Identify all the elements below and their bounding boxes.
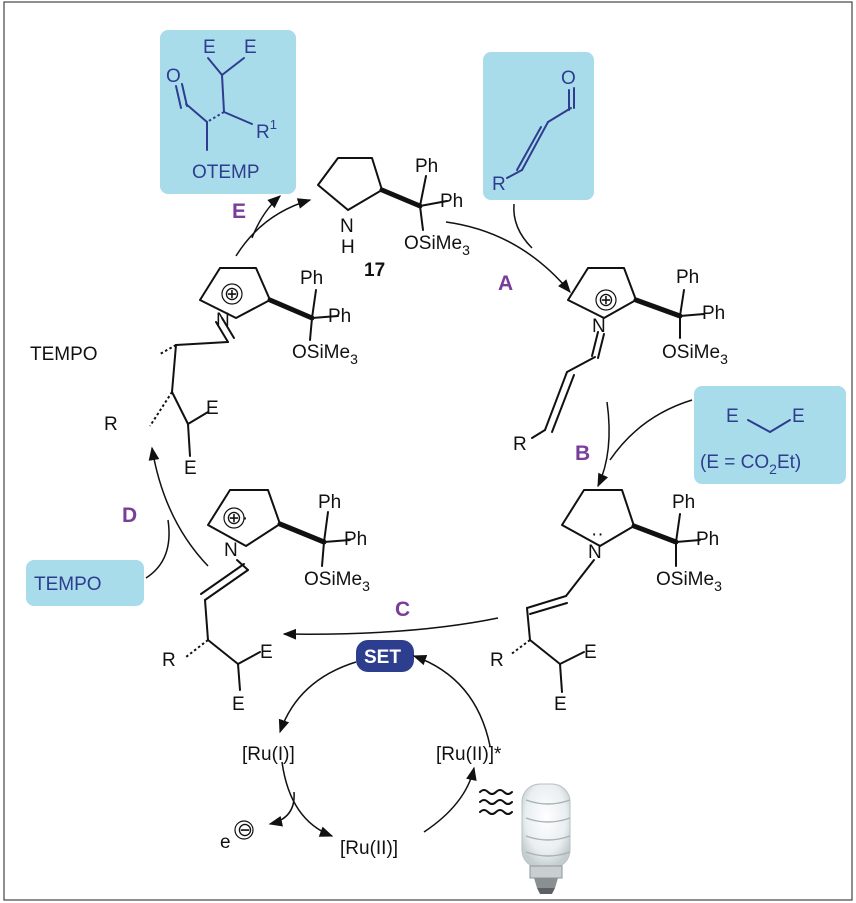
tempo-iminium-nitrogen: N xyxy=(216,310,230,331)
set-badge-label: SET xyxy=(364,647,401,668)
malonate-e-2: E xyxy=(792,406,805,427)
catalyst-hydrogen: H xyxy=(341,237,355,258)
photoredox-cycle: [Ru(I)] [Ru(II)]* [Ru(II)] e ⊖ xyxy=(220,654,502,859)
radical-cation-ether: OSiMe3 xyxy=(304,569,370,594)
radical-cation-ph-1: Ph xyxy=(318,492,341,513)
tempo-iminium-ether: OSiMe3 xyxy=(292,342,358,367)
radical-cation: ⊕· N Ph Ph OSiMe3 R E E xyxy=(162,489,370,715)
tempo-iminium-tempo: TEMPO xyxy=(30,344,98,365)
catalyst-label: 17 xyxy=(364,260,385,281)
ru2-excited-label: [Ru(II)]* xyxy=(436,744,502,765)
radical-cation-r: R xyxy=(162,650,176,671)
enamine-ether-sub: 3 xyxy=(714,578,722,594)
enamine-lone-pair: ·· xyxy=(591,524,604,545)
cycle-arrows xyxy=(145,195,693,640)
malonate-def-open: (E = CO xyxy=(700,452,769,473)
radical-cation-charge: ⊕· xyxy=(226,508,248,529)
enamine-ph-1: Ph xyxy=(672,492,695,513)
ru1-label: [Ru(I)] xyxy=(242,744,295,765)
product-r-sup: 1 xyxy=(270,117,277,132)
step-b: B xyxy=(575,442,590,465)
catalyst-ph-1: Ph xyxy=(415,156,438,177)
iminium-nitrogen: N xyxy=(592,316,606,337)
enamine-nitrogen: N xyxy=(588,542,602,563)
enamine-e-2: E xyxy=(554,694,567,715)
step-e: E xyxy=(232,200,246,223)
product-box: E E O R1 OTEMP xyxy=(160,30,296,194)
electron-label: e xyxy=(220,832,231,853)
malonate-definition: (E = CO2Et) xyxy=(700,452,801,477)
enamine: ·· N Ph Ph OSiMe3 R E E xyxy=(490,489,722,715)
ru2-label: [Ru(II)] xyxy=(340,838,398,859)
iminium-ph-1: Ph xyxy=(676,267,699,288)
enamine-e-1: E xyxy=(584,642,597,663)
tempo-iminium-ph-2: Ph xyxy=(328,306,351,327)
tempo-iminium: ⊕ N Ph Ph OSiMe3 TEMPO R E E xyxy=(30,267,358,479)
iminium-ph-2: Ph xyxy=(702,303,725,324)
radical-cation-nitrogen: N xyxy=(224,540,238,561)
iminium: ⊕ N Ph Ph OSiMe3 R xyxy=(513,267,728,455)
step-labels: A B C D E xyxy=(122,200,590,621)
enamine-r: R xyxy=(490,650,504,671)
iminium-r: R xyxy=(513,434,527,455)
tempo-iminium-r: R xyxy=(104,414,118,435)
frame xyxy=(3,1,853,901)
catalyst-ph-2: Ph xyxy=(440,191,463,212)
product-r1: R1 xyxy=(256,117,277,143)
step-a: A xyxy=(498,272,513,295)
product-otemp: OTEMP xyxy=(192,162,260,183)
enal-r: R xyxy=(492,174,506,195)
enamine-ether-text: OSiMe xyxy=(656,569,714,590)
malonate-box: E E (E = CO2Et) xyxy=(694,386,846,484)
enamine-ph-2: Ph xyxy=(696,529,719,550)
tempo-iminium-ph-1: Ph xyxy=(300,268,323,289)
set-badge: SET xyxy=(356,640,414,672)
iminium-ether-text: OSiMe xyxy=(662,342,720,363)
malonate-def-sub: 2 xyxy=(769,461,777,477)
step-c: C xyxy=(395,598,410,621)
iminium-ether-sub: 3 xyxy=(720,351,728,367)
electron-charge: ⊖ xyxy=(237,820,253,841)
tempo-iminium-charge: ⊕ xyxy=(224,284,240,305)
radical-cation-e-1: E xyxy=(260,642,273,663)
tempo-iminium-ether-sub: 3 xyxy=(350,351,358,367)
tempo-iminium-e-2: E xyxy=(184,458,197,479)
light-bulb-icon xyxy=(521,783,571,894)
tempo-iminium-ether-text: OSiMe xyxy=(292,342,350,363)
product-oxygen: O xyxy=(166,66,181,87)
iminium-ether: OSiMe3 xyxy=(662,342,728,367)
light-waves-icon xyxy=(479,789,513,815)
radical-cation-ether-text: OSiMe xyxy=(304,569,362,590)
catalyst-nitrogen: N xyxy=(340,216,354,237)
radical-cation-e-2: E xyxy=(232,694,245,715)
iminium-charge: ⊕ xyxy=(598,290,614,311)
step-d: D xyxy=(122,504,137,527)
catalyst-ether: OSiMe3 xyxy=(404,233,470,258)
enal-oxygen: O xyxy=(561,68,576,89)
tempo-iminium-e-1: E xyxy=(206,398,219,419)
catalyst-ether-sub: 3 xyxy=(462,242,470,258)
catalyst-ether-text: OSiMe xyxy=(404,233,462,254)
product-e-1: E xyxy=(203,37,216,58)
tempo-box: TEMPO xyxy=(26,560,144,606)
product-e-2: E xyxy=(244,37,257,58)
radical-cation-ph-2: Ph xyxy=(344,529,367,550)
malonate-def-close: Et) xyxy=(777,452,801,473)
tempo-box-label: TEMPO xyxy=(34,574,102,595)
malonate-e-1: E xyxy=(726,406,739,427)
enamine-ether: OSiMe3 xyxy=(656,569,722,594)
catalyst-17: N H Ph Ph OSiMe3 17 xyxy=(317,156,470,281)
enal-box: O R xyxy=(483,52,594,200)
product-r: R xyxy=(256,122,270,143)
radical-cation-ether-sub: 3 xyxy=(362,578,370,594)
